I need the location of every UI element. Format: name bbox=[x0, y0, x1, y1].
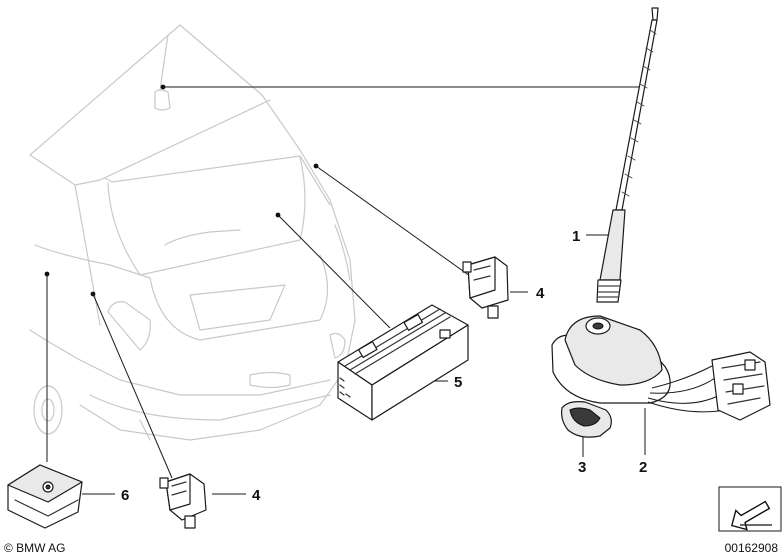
receiver-module bbox=[337, 304, 469, 421]
control-unit bbox=[7, 464, 83, 529]
document-number: 00162908 bbox=[724, 541, 778, 555]
callout-6: 6 bbox=[121, 487, 129, 504]
antenna-base bbox=[551, 315, 771, 421]
copyright-text: © BMW AG bbox=[4, 541, 66, 555]
amplifier-left bbox=[159, 473, 207, 529]
callout-3: 3 bbox=[578, 459, 586, 476]
callout-4-right: 4 bbox=[536, 285, 545, 302]
navigation-arrow-icon bbox=[718, 486, 782, 532]
callout-4-left: 4 bbox=[252, 487, 261, 504]
callout-2: 2 bbox=[639, 459, 647, 476]
callout-labels: 1 2 3 4 5 4 6 bbox=[121, 228, 647, 504]
callout-1: 1 bbox=[572, 228, 580, 245]
amplifier-right bbox=[462, 256, 509, 319]
car-outline bbox=[29, 24, 356, 441]
seal bbox=[561, 401, 612, 438]
antenna-rod bbox=[596, 7, 659, 303]
callout-5: 5 bbox=[454, 374, 462, 391]
leader-lines bbox=[44, 84, 646, 495]
